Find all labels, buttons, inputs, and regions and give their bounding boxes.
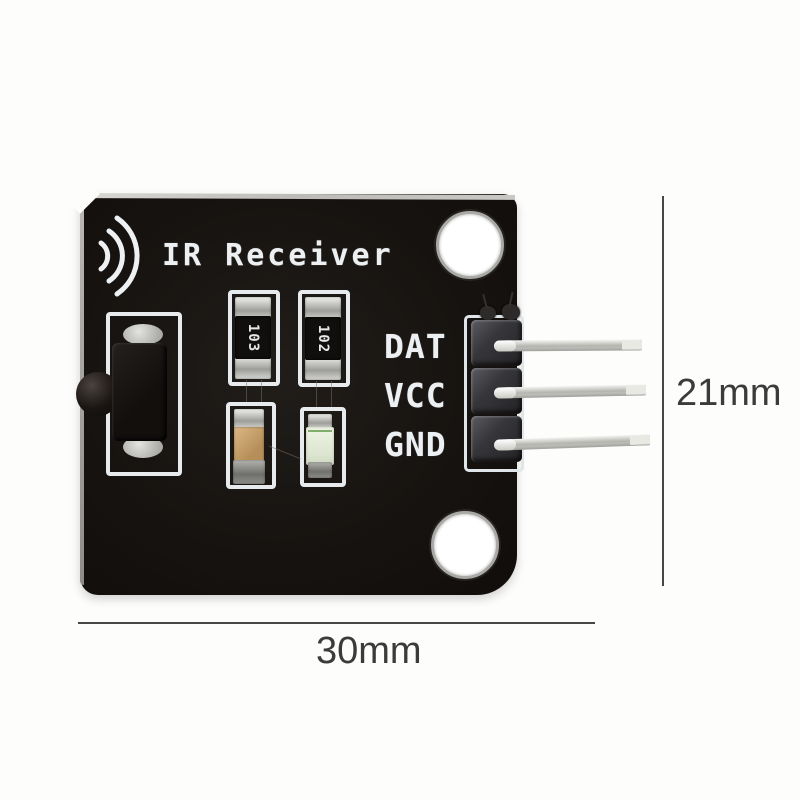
resistor-103-silkscreen-outline [228, 290, 280, 386]
led-green-mark [308, 430, 332, 432]
resistor-103-body: 103 [235, 316, 271, 359]
ir-receiver-body [112, 343, 167, 441]
dimension-width-label: 30mm [316, 630, 422, 672]
dimension-height-line [662, 196, 664, 586]
board-top-edge-highlight [89, 193, 516, 200]
capacitor-cap-top [234, 409, 264, 429]
resistor-102-cap-bottom [305, 356, 341, 380]
resistor-103-cap-bottom [235, 355, 271, 379]
capacitor-cap-bottom [233, 460, 265, 484]
capacitor-body [234, 427, 264, 463]
resistor-102-body: 102 [305, 317, 341, 360]
resistor-103-label: 103 [245, 323, 261, 352]
pcb-board: IR Receiver 103 102 [60, 174, 524, 595]
ir-receiver-solder-top [123, 324, 163, 345]
led-cap-bottom [308, 462, 332, 478]
trace [316, 381, 317, 407]
pin-label-gnd: GND [384, 425, 447, 464]
trace [331, 381, 332, 407]
header-pin-vcc [493, 384, 647, 399]
pin-label-vcc: VCC [384, 376, 447, 415]
resistor-103-cap-top [235, 297, 271, 320]
pin-label-dat: DAT [384, 327, 447, 366]
solder-blob [480, 306, 496, 320]
dimension-width-line [78, 622, 595, 624]
wireless-signal-icon [98, 215, 140, 297]
trace [261, 380, 262, 402]
resistor-102-silkscreen-outline [298, 290, 350, 387]
led-cap-top [308, 414, 332, 429]
capacitor-silkscreen-outline [226, 402, 276, 489]
trace [246, 380, 247, 402]
resistor-102-cap-top [305, 297, 341, 320]
ir-receiver-solder-bottom [123, 436, 163, 458]
led-body [306, 427, 334, 465]
solder-blob [502, 304, 520, 320]
mounting-hole-bottom-right [431, 511, 499, 579]
led-silkscreen-outline [300, 407, 346, 487]
header-pin-dat [493, 339, 643, 352]
mounting-hole-top-right [436, 211, 504, 279]
dimension-height-label: 21mm [676, 372, 782, 414]
resistor-102-label: 102 [315, 324, 331, 353]
silkscreen-title: IR Receiver [162, 238, 394, 273]
